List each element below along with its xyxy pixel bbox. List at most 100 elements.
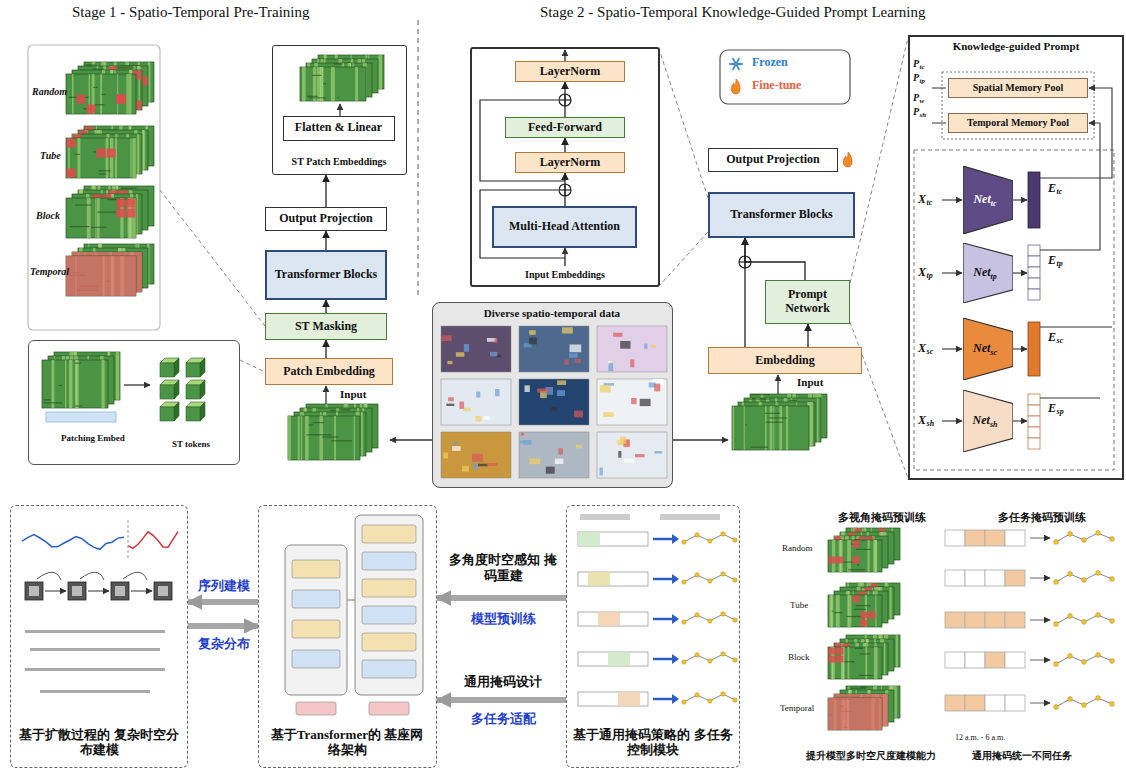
thumbnail-detail: [494, 339, 497, 343]
map-texture: [836, 595, 840, 627]
map-texture: [75, 204, 92, 205]
map-layer: [732, 406, 809, 450]
subscript: tp: [927, 271, 933, 280]
thumbnail-detail: [654, 384, 660, 392]
panel-caption: 基于Transformer的 基座网络架构: [267, 728, 427, 758]
flow-arrow: [942, 272, 962, 273]
data-thumbnail: [519, 432, 589, 478]
thumbnail-detail: [447, 361, 452, 364]
map-texture: [117, 67, 135, 68]
box-label: Prompt Network: [770, 288, 845, 316]
leader-line: [850, 322, 908, 478]
label-text: 多任务掩码预训练: [998, 511, 1086, 524]
thumbnail-detail: [644, 344, 647, 349]
task-cell: [945, 695, 965, 711]
panel: 基于扩散过程的 复杂时空分布建模: [10, 505, 188, 768]
map-texture: [848, 647, 850, 679]
label-text: Temporal: [30, 266, 69, 278]
flow-arrow: [1013, 348, 1027, 349]
map-texture: [117, 74, 118, 114]
map-layer: [288, 416, 360, 460]
series-dot: [733, 578, 737, 582]
memory-box: [942, 72, 1094, 139]
embed-plate: [46, 412, 116, 422]
sequence-bar: [578, 572, 648, 586]
task-cell: [945, 652, 965, 668]
series-dot: [1096, 653, 1101, 658]
task-arrow: [672, 614, 679, 624]
map-texture: [115, 138, 117, 178]
series-dot: [1110, 702, 1115, 707]
process-box: Temporal Memory Pool: [948, 113, 1088, 133]
task-cell: [985, 695, 1005, 711]
task-cell: [945, 612, 965, 628]
subscript: w: [920, 97, 925, 105]
series-line: [1056, 698, 1112, 707]
map-texture: [320, 67, 323, 101]
data-thumbnail: [441, 326, 511, 372]
map-texture: [132, 138, 136, 178]
formula-line: [40, 690, 150, 693]
thumbnail-detail: [537, 388, 549, 392]
task-cell: [1005, 695, 1025, 711]
map-texture: [769, 417, 788, 418]
box-label: Multi-Head Attention: [509, 220, 620, 234]
thumbnail-detail: [452, 446, 461, 451]
token-cube: [174, 402, 179, 421]
map-layer: [828, 595, 882, 627]
box-label: Net: [973, 414, 990, 428]
thumbnail-detail: [462, 466, 469, 471]
mask-patch: [107, 149, 116, 158]
subscript: tc: [927, 198, 933, 207]
mask-patch: [837, 648, 844, 655]
flow-arrow: [942, 199, 962, 200]
process-box: Prompt Network: [765, 280, 850, 324]
thumbnail-detail: [655, 451, 663, 453]
task-arrow: [672, 534, 679, 544]
map-texture: [99, 170, 111, 171]
map-texture: [897, 635, 898, 667]
series-dot: [1082, 620, 1087, 625]
label-text: Block: [36, 210, 60, 222]
mask-patch: [861, 620, 868, 627]
thumbnail-detail: [484, 416, 490, 420]
encoder-net: Nettp: [963, 243, 1013, 303]
map-texture: [875, 595, 876, 627]
map-layer: [66, 198, 136, 238]
map-texture: [847, 616, 863, 617]
thumbnail-detail: [618, 451, 621, 458]
map-texture: [765, 406, 767, 450]
thumbnail-detail: [456, 352, 465, 356]
series-line: [128, 532, 178, 549]
layer-block: [292, 560, 340, 578]
subscript: sp: [1057, 407, 1064, 416]
subscript: tp: [1057, 259, 1063, 268]
layer-block: [362, 579, 416, 597]
map-texture: [890, 587, 892, 619]
legend-text: Fine-tune: [752, 79, 801, 93]
frozen-icon: [733, 59, 739, 69]
panel: Input EmbeddingsLayerNormFeed-ForwardLay…: [470, 47, 660, 287]
flow-arrow: [1013, 420, 1027, 421]
thumbnail-detail: [443, 453, 448, 459]
label-text: 通用掩码统一不同任务: [972, 750, 1072, 762]
task-cell: [965, 570, 985, 586]
map-texture: [341, 409, 350, 410]
split-line: [128, 520, 129, 560]
connector: [437, 595, 566, 601]
thumbnail-detail: [530, 458, 541, 464]
task-arrow: [653, 658, 672, 661]
mask-segment: [608, 652, 630, 666]
thumbnail-detail: [557, 390, 565, 396]
series-dot: [695, 613, 699, 617]
box-label: Net: [973, 342, 990, 356]
leader-line: [850, 38, 908, 283]
layer-block: [292, 650, 340, 668]
mask-patch: [127, 199, 136, 208]
data-thumbnail: [519, 326, 589, 372]
leader-line: [347, 600, 355, 601]
map-texture: [751, 447, 768, 448]
map-texture: [859, 675, 873, 676]
encoder-box: [914, 150, 1114, 470]
map-texture: [65, 360, 66, 408]
